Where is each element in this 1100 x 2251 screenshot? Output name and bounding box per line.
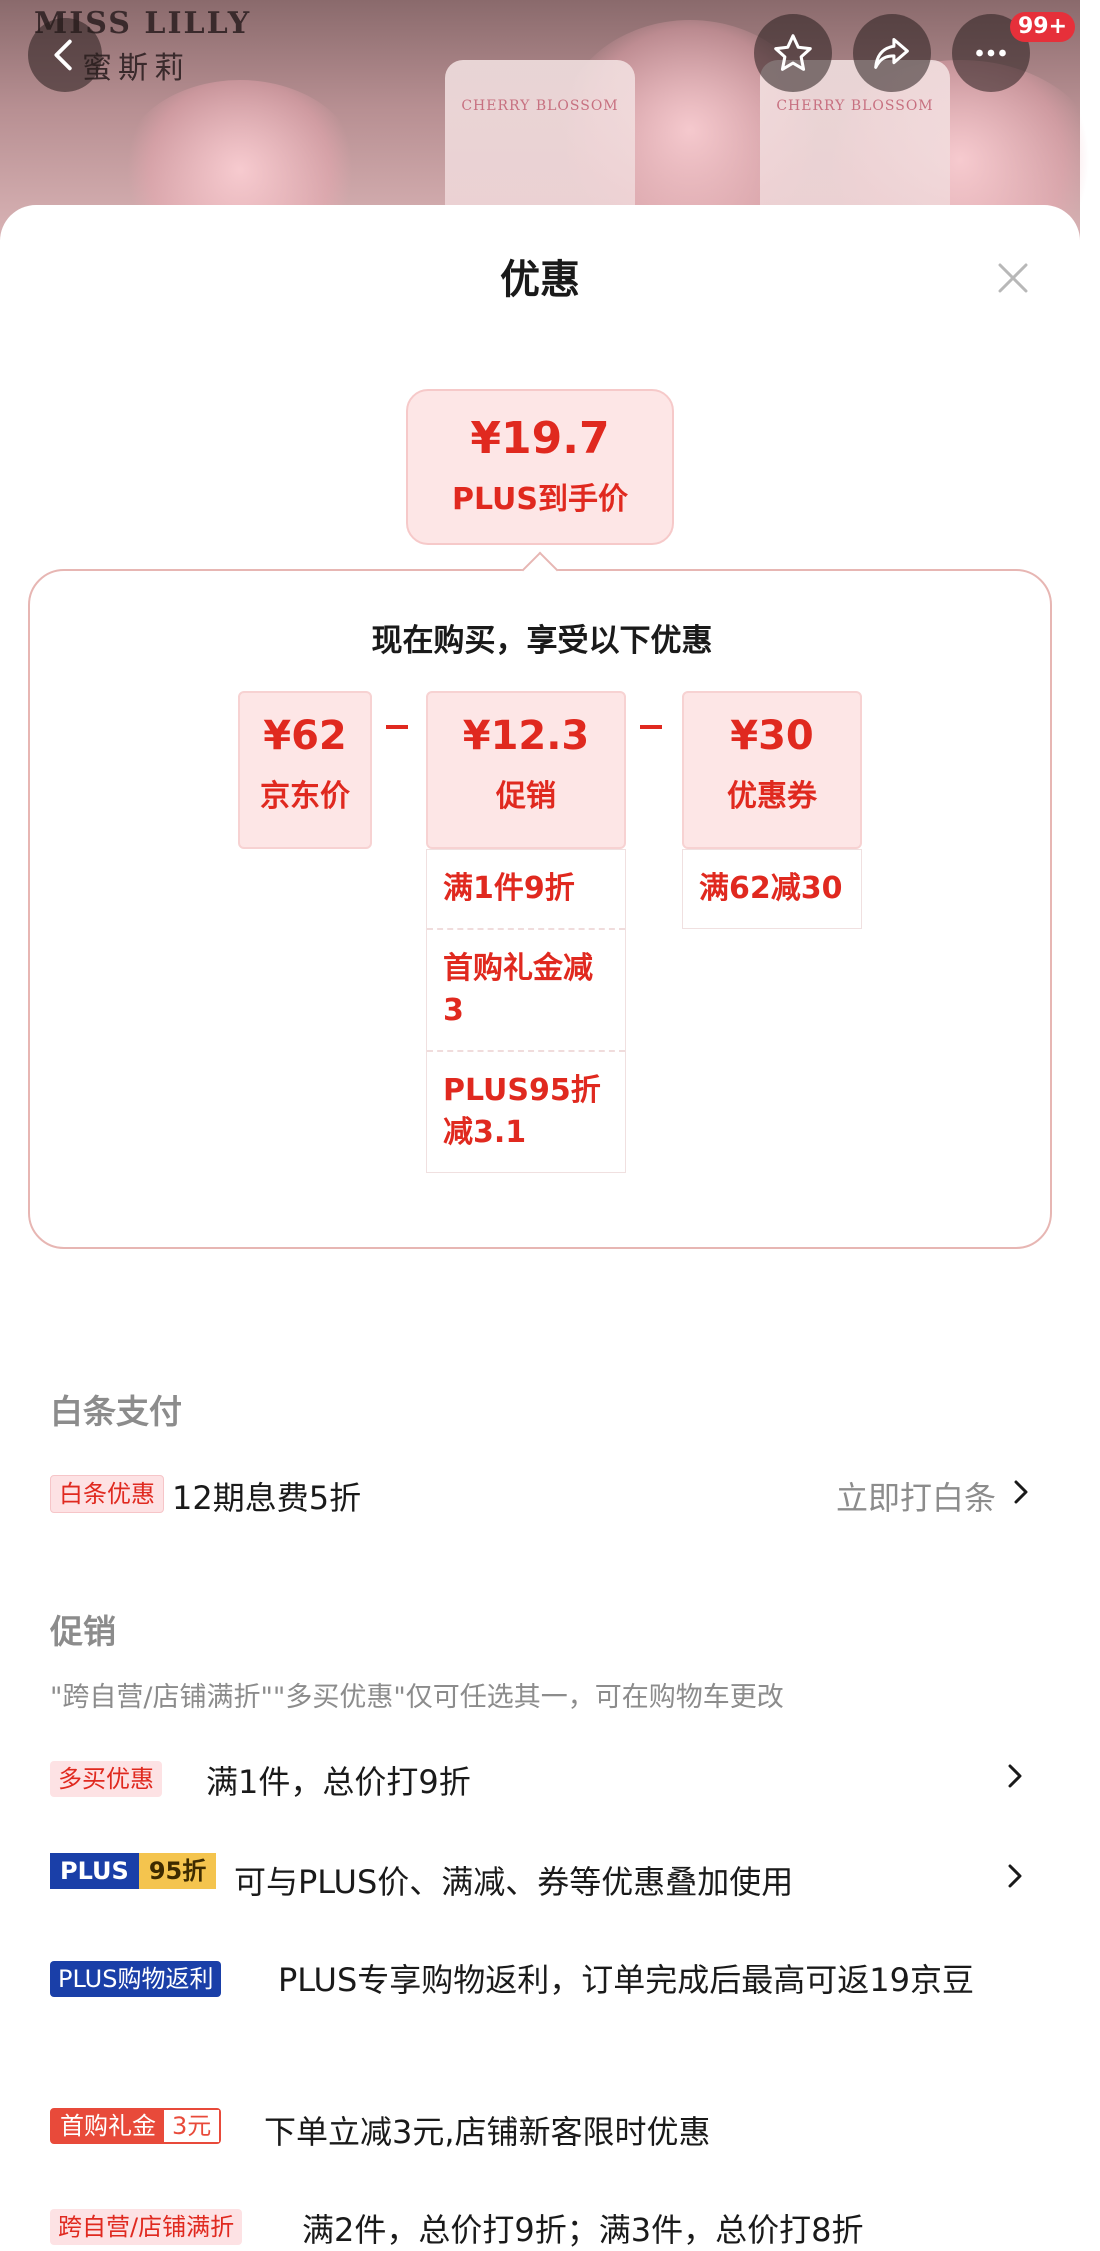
share-icon bbox=[874, 38, 909, 69]
first-purchase-tag-amount: 3元 bbox=[164, 2110, 220, 2142]
first-purchase-tag: 首购礼金 3元 bbox=[50, 2108, 222, 2144]
coupon-label: 优惠券 bbox=[727, 779, 817, 814]
baitiao-tag: 白条优惠 bbox=[50, 1475, 164, 1513]
jd-price-box: ¥62 京东价 bbox=[238, 691, 372, 849]
product-header-background: CHERRY BLOSSOM CHERRY BLOSSOM MISS LILLY… bbox=[0, 0, 1100, 260]
jar-label: CHERRY BLOSSOM bbox=[776, 98, 934, 114]
promotion-detail-item: PLUS95折减3.1 bbox=[443, 1073, 601, 1150]
promotion-note: "跨自营/店铺满折""多买优惠"仅可任选其一，可在购物车更改 bbox=[50, 1682, 784, 1713]
favorite-button[interactable] bbox=[754, 14, 832, 92]
plus-price-value: ¥19.7 bbox=[470, 413, 610, 464]
cross-store-tag: 跨自营/店铺满折 bbox=[50, 2209, 243, 2245]
cross-store-text: 满2件，总价打9折；满3件，总价打8折 bbox=[302, 2211, 864, 2249]
jar-label: CHERRY BLOSSOM bbox=[461, 98, 619, 114]
plus95-tag-discount: 95折 bbox=[138, 1853, 217, 1889]
baitiao-heading: 白条支付 bbox=[50, 1392, 182, 1431]
coupon-value: ¥30 bbox=[730, 713, 814, 759]
notification-badge: 99+ bbox=[1010, 12, 1076, 42]
sheet-title: 优惠 bbox=[500, 257, 580, 303]
price-breakdown-box: 现在购买，享受以下优惠 ¥62 京东价 ¥12.3 促销 ¥30 优惠券 满1件… bbox=[28, 569, 1052, 1249]
promotion-detail-item: 满1件9折 bbox=[427, 850, 625, 930]
minus-sign bbox=[386, 725, 408, 729]
minus-sign bbox=[640, 725, 662, 729]
more-dots-icon bbox=[976, 49, 1006, 57]
first-purchase-text: 下单立减3元,店铺新客限时优惠 bbox=[264, 2113, 711, 2151]
duomai-text: 满1件，总价打9折 bbox=[206, 1763, 471, 1801]
plus95-tag-plus: PLUS bbox=[50, 1853, 139, 1889]
plus95-text: 可与PLUS价、满减、券等优惠叠加使用 bbox=[234, 1863, 794, 1901]
discount-sheet: 优惠 ¥19.7 PLUS到手价 现在购买，享受以下优惠 ¥62 京东价 ¥12… bbox=[0, 205, 1080, 2249]
coupon-box: ¥30 优惠券 bbox=[682, 691, 862, 849]
coupon-detail-list: 满62减30 bbox=[682, 849, 862, 929]
plus-rebate-tag: PLUS购物返利 bbox=[50, 1961, 222, 1997]
brand-name-zh: 蜜斯莉 bbox=[82, 51, 190, 86]
plus-rebate-text: PLUS专享购物返利，订单完成后最高可返19京豆 bbox=[278, 1961, 974, 1999]
baitiao-text: 12期息费5折 bbox=[172, 1479, 362, 1517]
chevron-left-icon bbox=[54, 39, 72, 71]
duomai-tag: 多买优惠 bbox=[50, 1761, 162, 1797]
promotion-value: ¥12.3 bbox=[462, 713, 590, 759]
breakdown-title: 现在购买，享受以下优惠 bbox=[371, 623, 713, 659]
share-button[interactable] bbox=[853, 14, 931, 92]
plus-price-box: ¥19.7 PLUS到手价 bbox=[406, 389, 674, 545]
promotion-label: 促销 bbox=[496, 779, 556, 814]
star-icon bbox=[774, 34, 812, 71]
jd-price-label: 京东价 bbox=[260, 779, 350, 814]
plus-price-label: PLUS到手价 bbox=[451, 482, 628, 517]
coupon-detail-item: 满62减30 bbox=[699, 871, 843, 906]
jd-price-value: ¥62 bbox=[263, 713, 347, 759]
baitiao-action[interactable]: 立即打白条 bbox=[836, 1479, 997, 1517]
product-jar bbox=[445, 60, 635, 230]
promotion-detail-list: 满1件9折 首购礼金减3 PLUS95折减3.1 bbox=[426, 849, 626, 1173]
chevron-right-icon bbox=[1008, 1864, 1022, 1888]
first-purchase-tag-label: 首购礼金 bbox=[52, 2110, 164, 2142]
plus95-tag: PLUS 95折 bbox=[50, 1853, 217, 1889]
close-icon[interactable] bbox=[990, 255, 1036, 301]
promotion-box: ¥12.3 促销 bbox=[426, 691, 626, 849]
promotion-heading: 促销 bbox=[50, 1612, 116, 1651]
chevron-right-icon bbox=[1014, 1480, 1028, 1504]
promotion-detail-item: 首购礼金减3 bbox=[427, 930, 625, 1052]
back-button[interactable] bbox=[28, 18, 102, 92]
chevron-right-icon bbox=[1008, 1764, 1022, 1788]
